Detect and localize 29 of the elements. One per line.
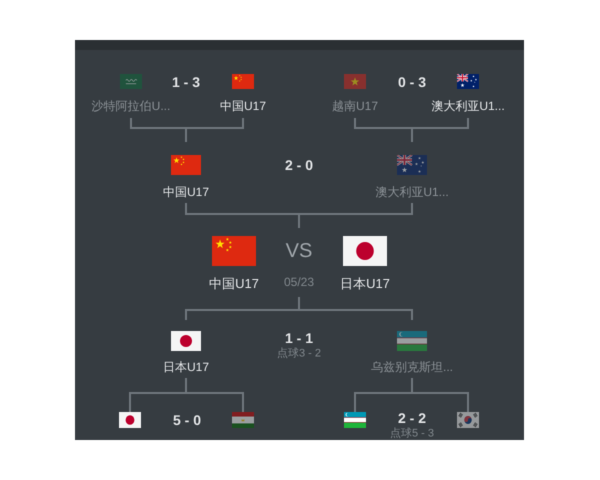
bracket-line [185, 378, 244, 412]
bracket-line [411, 118, 469, 142]
match-score: 2 - 0 [285, 157, 313, 173]
match-score: 1 - 1 [285, 330, 313, 346]
team-name: 沙特阿拉伯U... [92, 99, 170, 114]
match-score: 2 - 2 [398, 410, 426, 426]
bracket-line [411, 378, 469, 412]
flag-icon [344, 412, 366, 428]
team-name: 越南U17 [332, 99, 378, 114]
match-score: 0 - 3 [398, 74, 426, 90]
bracket-line [185, 118, 244, 142]
match-score: 5 - 0 [173, 412, 201, 428]
penalty-score: 点球3 - 2 [277, 346, 321, 360]
team-name: 日本U17 [162, 360, 209, 374]
team-name: 中国U17 [209, 276, 259, 292]
penalty-score: 点球5 - 3 [390, 426, 434, 440]
bracket-line [298, 203, 413, 228]
team-name: 乌兹别克斯坦... [370, 360, 453, 374]
team-name: 中国U17 [220, 99, 266, 114]
flag-icon [457, 412, 479, 428]
team-name: 澳大利亚U1... [431, 99, 505, 114]
match-score: 1 - 3 [172, 74, 200, 90]
flag-icon [232, 412, 254, 428]
team-name: 中国U17 [162, 185, 209, 200]
vs-text: VS [286, 239, 312, 263]
team-name: 日本U17 [340, 276, 390, 292]
flag-icon [119, 412, 141, 428]
team-name: 澳大利亚U1... [375, 185, 449, 200]
match-date: 05/23 [284, 275, 314, 290]
